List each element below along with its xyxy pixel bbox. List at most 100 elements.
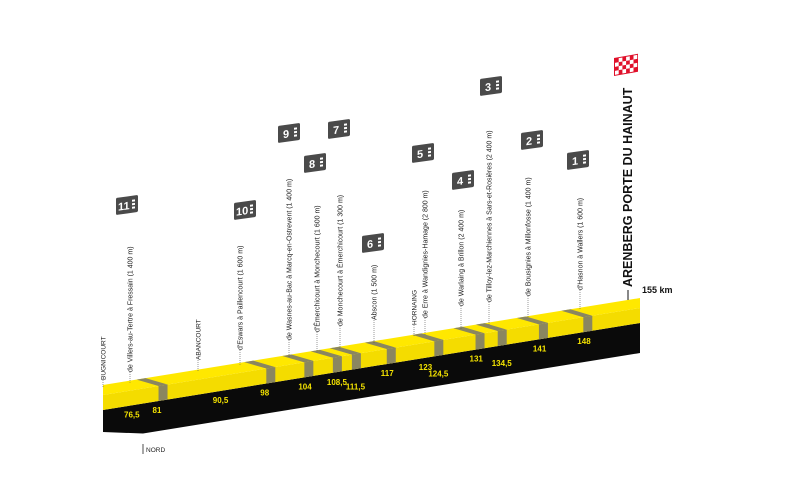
sector-label: d'Eswars à Paillencourt (1 600 m) [238,246,245,350]
cobble-icon [132,202,135,206]
cobble-icon [250,204,253,207]
sector-badge: 1 [567,150,589,170]
cobble-icon [378,240,381,244]
cobble-stripe-top [329,346,361,355]
cobble-stripe-top [364,341,396,350]
km-marker: 123 [419,363,433,372]
flag-check [626,64,630,69]
cobble-icon [320,157,323,160]
sector-label: d'Émerchicourt à Monchecourt (1 600 m) [313,205,322,332]
cobble-stripe-front [158,384,168,402]
sector-badge: 4 [452,170,474,190]
cobble-icon [583,161,586,164]
km-marker: 76,5 [124,411,140,420]
flag-check [622,68,627,74]
sector-badge: 2 [521,130,543,150]
km-marker: 81 [153,406,162,415]
km-marker: 111,5 [346,383,366,392]
cobble-icon [320,164,323,167]
sector-badge: 6 [362,233,384,253]
cobble-icon [320,160,323,164]
cobble-icon [496,87,499,90]
cobble-stripe-top [475,323,507,332]
cobble-icon [250,211,253,214]
cobble-icon [537,134,540,137]
cobble-icon [250,207,253,211]
km-marker: 108,5 [327,378,348,387]
flag-check [629,59,634,65]
cobble-icon [132,206,135,209]
cobble-stripe-front [434,339,444,357]
flag-check [626,56,630,61]
top-face [103,298,640,395]
cobble-stripe-top [310,349,342,358]
flag-check [615,62,619,67]
flag-check [615,70,619,75]
sector-number: 8 [309,158,315,171]
cobble-stripe-front [475,333,485,350]
cobble-icon [378,244,381,247]
cobble-icon [294,127,297,130]
sector-number: 1 [572,155,578,168]
cobble-stripe-top [244,360,276,369]
km-marker: 90,5 [213,396,229,405]
sector-badge: 8 [304,153,326,173]
sector-label: de Wasnes-au-Bac à Marcq-en-Ostrevent (1… [287,179,294,340]
cobble-icon [344,126,347,130]
cobble-icon [583,154,586,157]
sector-label: de Erre à Wandignies-Hamage (2 800 m) [423,190,430,318]
cobble-icon [468,181,471,184]
flag-check [622,60,627,66]
sector-number: 4 [457,175,464,188]
town-label: ABANCOURT [196,319,203,360]
cobble-icon [496,80,499,83]
cobble-icon [583,157,586,161]
cobble-stripe-top [282,354,314,363]
town-label: BUGNICOURT [101,336,108,380]
cobble-icon [537,137,540,141]
cobble-icon [132,199,135,202]
cobble-icon [294,134,297,137]
finish-name: ARENBERG PORTE DU HAINAUT [621,87,635,287]
cobble-icon [537,141,540,144]
sector-badge: 5 [412,143,434,163]
km-marker: 124,5 [428,369,449,378]
region-name: NORD [146,447,165,454]
finish-distance: 155 km [642,285,673,295]
base-face [103,323,640,434]
region-label: NORD [142,444,165,454]
cobble-icon [428,150,431,154]
cobble-stripe-front [304,360,314,378]
sector-badge: 9 [278,123,300,143]
cobble-stripe-front [583,315,593,333]
flag-check [633,54,638,60]
cobble-icon [468,174,471,177]
cobble-stripe-top [136,378,168,387]
sector-number: 2 [526,135,532,148]
sector-badge: 10 [234,200,256,220]
km-marker: 131 [470,355,484,364]
cobble-stripe-front [497,329,507,347]
cobble-stripe-top [412,333,444,342]
km-marker: 148 [577,337,591,346]
cobble-icon [496,83,499,87]
sector-badge: 3 [480,76,502,96]
sector-number: 10 [236,205,248,219]
sector-badge: 11 [116,195,138,215]
sector-number: 9 [283,128,289,141]
sector-label: Abscon (1 500 m) [372,265,379,320]
cobble-icon [428,147,431,150]
sector-label: de Villers-au-Tertre à Fressain (1 400 m… [128,246,135,372]
flag-check [618,57,623,63]
flag-check [633,62,638,68]
km-marker: 104 [298,382,312,391]
cobble-stripe-front [266,367,276,384]
finish-flag-icon [614,53,638,76]
km-marker: 141 [533,344,547,353]
cobble-icon [294,130,297,134]
cobble-stripe-front [332,356,342,373]
sector-label: d'Hasnon à Wallers (1 600 m) [578,198,585,290]
